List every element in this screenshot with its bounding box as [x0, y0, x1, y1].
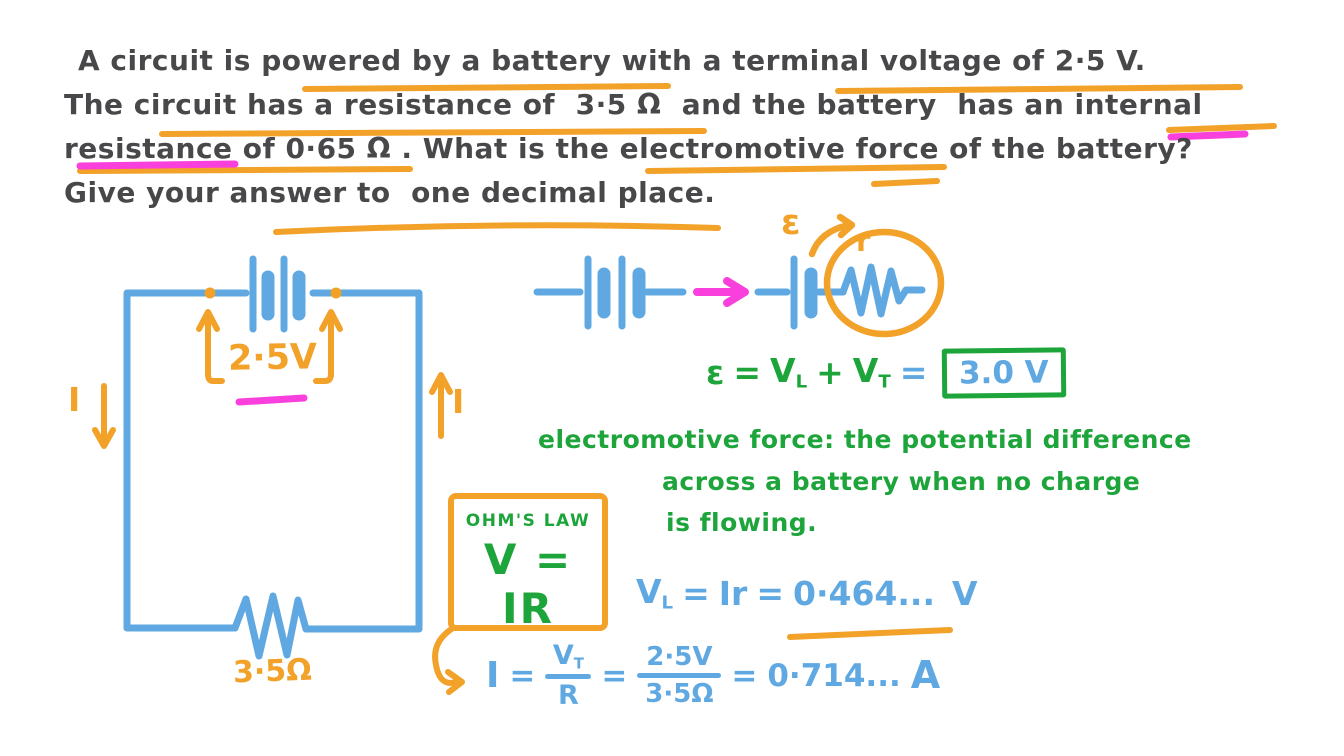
problem-line-1: A circuit is powered by a battery with a…	[78, 44, 1146, 77]
underline-powered-by-a-battery	[302, 83, 671, 92]
emf-plus: +	[816, 352, 844, 392]
underline-force-extra	[871, 178, 940, 187]
emf-symbol-label: ε	[781, 203, 801, 243]
internal-resistance-symbol-label: r	[856, 224, 871, 258]
emf-equals-1: =	[733, 352, 762, 392]
current-equals-2: =	[601, 657, 628, 694]
fraction-numerator: 2·5V	[646, 642, 713, 673]
emf-terminal-volts-term: VT	[852, 351, 891, 393]
circle-arrow-head	[836, 213, 856, 239]
transform-arrow-head	[723, 277, 749, 307]
pink-underline-resistance	[76, 160, 239, 170]
problem-line-4: Give your answer to one decimal place.	[64, 176, 716, 209]
underline-terminal-voltage	[835, 84, 1243, 94]
pink-underline-internal	[1167, 130, 1249, 141]
underline-resistance-value	[77, 166, 413, 174]
fraction-denominator: R	[557, 680, 579, 712]
pink-underlines	[76, 130, 1249, 406]
underline-internal	[1166, 123, 1277, 133]
current-equation: I = VT R = 2·5V 3·5Ω = 0·714... A	[486, 642, 940, 709]
ohms-law-box: OHM'S LAW V = IR	[448, 493, 608, 633]
lost-volts-equals-1: =	[682, 573, 710, 613]
lost-volts-equals-2: =	[756, 573, 784, 613]
definition-line-2: across a battery when no charge	[662, 467, 1141, 496]
voltage-pointer-left	[205, 313, 225, 384]
fraction-denominator: 3·5Ω	[645, 679, 714, 710]
fraction-values: 2·5V 3·5Ω	[637, 642, 722, 710]
internal-resistance-circle	[823, 228, 945, 338]
current-label-right: I	[452, 382, 465, 421]
current-equals-3: =	[731, 657, 758, 694]
circle-arrow-tail	[808, 221, 853, 258]
voltage-pointer-left-arrowhead	[196, 309, 220, 332]
internal-resistor-zigzag	[839, 263, 926, 318]
ohms-law-title: OHM'S LAW	[465, 511, 591, 531]
emf-epsilon: ε	[706, 352, 725, 392]
emf-equals-2: =	[899, 352, 928, 392]
voltage-pointer-right	[313, 313, 334, 384]
ohms-law-pointer-arrow	[432, 625, 465, 695]
lost-volts-rhs: Ir	[718, 573, 748, 613]
wire-right-top	[302, 289, 423, 633]
ohms-law-formula: V = IR	[483, 535, 573, 633]
current-symbol: I	[486, 654, 500, 696]
underline-decimal-place-swoosh	[273, 222, 721, 235]
fraction-bar	[545, 674, 592, 680]
current-equals-1: =	[509, 657, 536, 694]
lost-volts-symbol: VL	[636, 572, 674, 614]
emf-lost-volts-term: VL	[770, 351, 808, 393]
current-arrow-left-head	[92, 427, 116, 449]
current-arrow-right-head	[429, 372, 453, 395]
underline-lost-volts-value	[787, 627, 953, 640]
hook-arrow-tail	[432, 625, 459, 686]
terminal-voltage-label: 2·5V	[227, 337, 318, 379]
circuit-diagram	[92, 255, 453, 660]
emf-answer-box: 3.0 V	[942, 347, 1067, 399]
fraction-vt-over-r: VT R	[545, 640, 592, 712]
terminal-dot-left	[204, 287, 216, 299]
problem-line-3: resistance of 0·65 Ω . What is the elect…	[64, 132, 1193, 165]
voltage-pointer-right-arrowhead	[319, 309, 343, 332]
text-underlines	[77, 83, 1277, 640]
resistor-zigzag	[231, 592, 310, 660]
definition-line-1: electromotive force: the potential diffe…	[538, 425, 1192, 454]
battery-model-diagram	[533, 213, 945, 338]
fraction-numerator: VT	[552, 640, 584, 673]
emf-equation: ε = VL + VT = 3.0 V	[706, 347, 1067, 399]
current-value: 0·714...	[767, 657, 901, 694]
underline-electromotive-force	[645, 164, 947, 174]
fraction-bar	[637, 673, 722, 679]
problem-line-2: The circuit has a resistance of 3·5 Ω an…	[64, 88, 1203, 121]
hook-arrow-head	[445, 669, 465, 695]
pink-underline-terminal-voltage-label	[235, 394, 308, 406]
lost-volts-value: 0·464...	[792, 573, 935, 613]
current-unit: A	[910, 652, 941, 697]
wire-left-bottom	[123, 289, 250, 632]
terminal-dot-right	[330, 287, 342, 299]
underline-circuit-resistance	[159, 128, 707, 137]
current-label-left: I	[68, 380, 81, 419]
definition-line-3: is flowing.	[666, 508, 818, 537]
lost-volts-equation: VL = Ir = 0·464... V	[636, 572, 978, 614]
lost-volts-unit: V	[951, 573, 978, 613]
resistor-label: 3·5Ω	[232, 652, 313, 691]
